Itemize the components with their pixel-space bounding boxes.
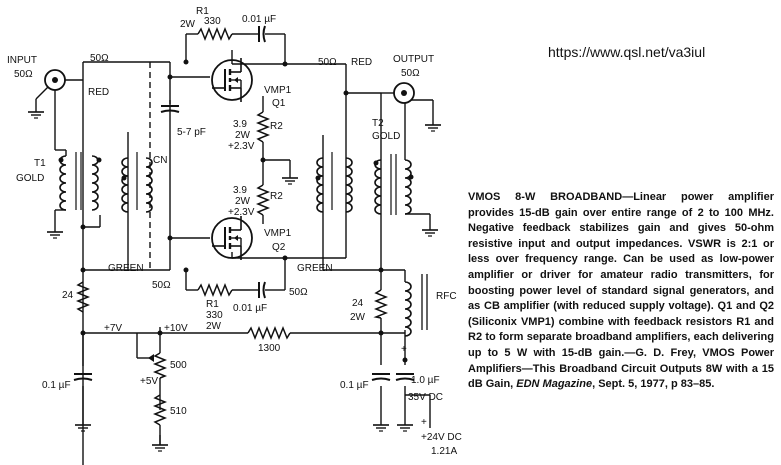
bypass-cap-left	[73, 373, 93, 432]
r1-top-label: R1	[196, 6, 209, 17]
q2-label: Q2	[272, 242, 286, 253]
resistor-1300	[247, 325, 291, 341]
r24-left-label: 24	[62, 290, 74, 301]
r24-right-label: 24	[352, 298, 364, 309]
v5-label: +5V	[140, 376, 158, 387]
rfc-label: RFC	[436, 291, 457, 302]
cap-left-label: 0.1 µF	[42, 380, 71, 391]
cap-5-7pf-label: 5-7 pF	[177, 127, 206, 138]
bypass-cap-right	[371, 373, 391, 432]
cn-label: CN	[153, 155, 167, 166]
q1-label: Q1	[272, 98, 286, 109]
r1300-label: 1300	[258, 343, 281, 354]
resistor-r2-lower	[255, 184, 271, 216]
c-top-value: 0.01 µF	[242, 14, 276, 25]
transformer-t1	[46, 90, 102, 239]
potentiometer-500	[136, 333, 168, 379]
resistor-r2-upper	[255, 111, 271, 143]
output-connector	[381, 82, 442, 132]
q2-part-label: VMP1	[264, 228, 292, 239]
wiring	[82, 33, 431, 465]
transformer-t2	[373, 103, 439, 237]
caption-body: —Linear power amplifier provides 15-dB g…	[468, 191, 774, 391]
green-left-label: GREEN	[108, 263, 144, 274]
z50-bottom-right-label: 50Ω	[289, 287, 308, 298]
source-url: https://www.qsl.net/va3iul	[548, 44, 706, 60]
z50-bottom-left-label: 50Ω	[152, 280, 171, 291]
input-label: INPUT	[7, 55, 37, 66]
r2-upper-value: 3.9	[233, 119, 247, 130]
r510-label: 510	[170, 406, 187, 417]
r1-bottom-label: R1	[206, 299, 219, 310]
top-red-label: RED	[351, 57, 372, 68]
rfc-choke	[404, 274, 428, 337]
t2-gold-label: GOLD	[372, 131, 400, 142]
output-impedance-label: 50Ω	[401, 68, 420, 79]
r1-bottom-value: 330	[206, 310, 223, 321]
bias-lower-label: +2.3V	[228, 207, 255, 218]
caption-citation: , Sept. 5, 1977, p 83–85.	[592, 378, 715, 391]
caption-source: EDN Magazine	[516, 378, 593, 391]
q1-part-label: VMP1	[264, 85, 292, 96]
cap-1uf-label: 1.0 µF	[411, 375, 440, 386]
cap-1uf-voltage: 35V DC	[408, 392, 443, 403]
green-right-label: GREEN	[297, 263, 333, 274]
caption-title: VMOS 8-W BROADBAND	[468, 191, 623, 203]
r2-lower-value: 3.9	[233, 185, 247, 196]
v10-label: +10V	[164, 323, 188, 334]
t2-label: T2	[372, 118, 384, 129]
left-phase-coils	[121, 152, 153, 213]
r1-top-power: 2W	[180, 19, 196, 30]
bottom-feedback-network	[197, 281, 272, 299]
t1-label: T1	[34, 158, 46, 169]
supply-voltage-label: +24V DC	[421, 432, 462, 443]
resistor-24-left	[75, 281, 91, 313]
top-feedback-network	[197, 25, 272, 43]
r1-top-value: 330	[204, 16, 221, 27]
right-phase-coils	[315, 152, 353, 213]
cap-5-7pf	[160, 100, 180, 113]
z50-input-label: 50Ω	[90, 53, 109, 64]
input-impedance-label: 50Ω	[14, 69, 33, 80]
r2-upper-label: R2	[270, 121, 283, 132]
r24-right-power: 2W	[350, 312, 366, 323]
t1-gold-label: GOLD	[16, 173, 44, 184]
c-bottom-value: 0.01 µF	[233, 303, 267, 314]
supply-current-label: 1.21A	[431, 446, 457, 457]
resistor-24-right	[373, 289, 389, 319]
z50-top-right-label: 50Ω	[318, 57, 337, 68]
v7-label: +7V	[104, 323, 122, 334]
input-red-label: RED	[88, 87, 109, 98]
r2-upper-power: 2W	[235, 130, 251, 141]
r2-lower-label: R2	[270, 191, 283, 202]
junction-dots	[80, 59, 384, 336]
r2-lower-power: 2W	[235, 196, 251, 207]
electrolytic-cap	[395, 357, 415, 432]
cap-right-label: 0.1 µF	[340, 380, 369, 391]
cap-plus-label: +	[401, 344, 407, 355]
bias-upper-label: +2.3V	[228, 141, 255, 152]
resistor-510	[152, 394, 168, 445]
supply-plus: +	[421, 417, 427, 428]
figure-caption: VMOS 8-W BROADBAND—Linear power amplifie…	[468, 190, 774, 393]
output-label: OUTPUT	[393, 54, 434, 65]
r1-bottom-power: 2W	[206, 321, 222, 332]
r500-label: 500	[170, 360, 187, 371]
